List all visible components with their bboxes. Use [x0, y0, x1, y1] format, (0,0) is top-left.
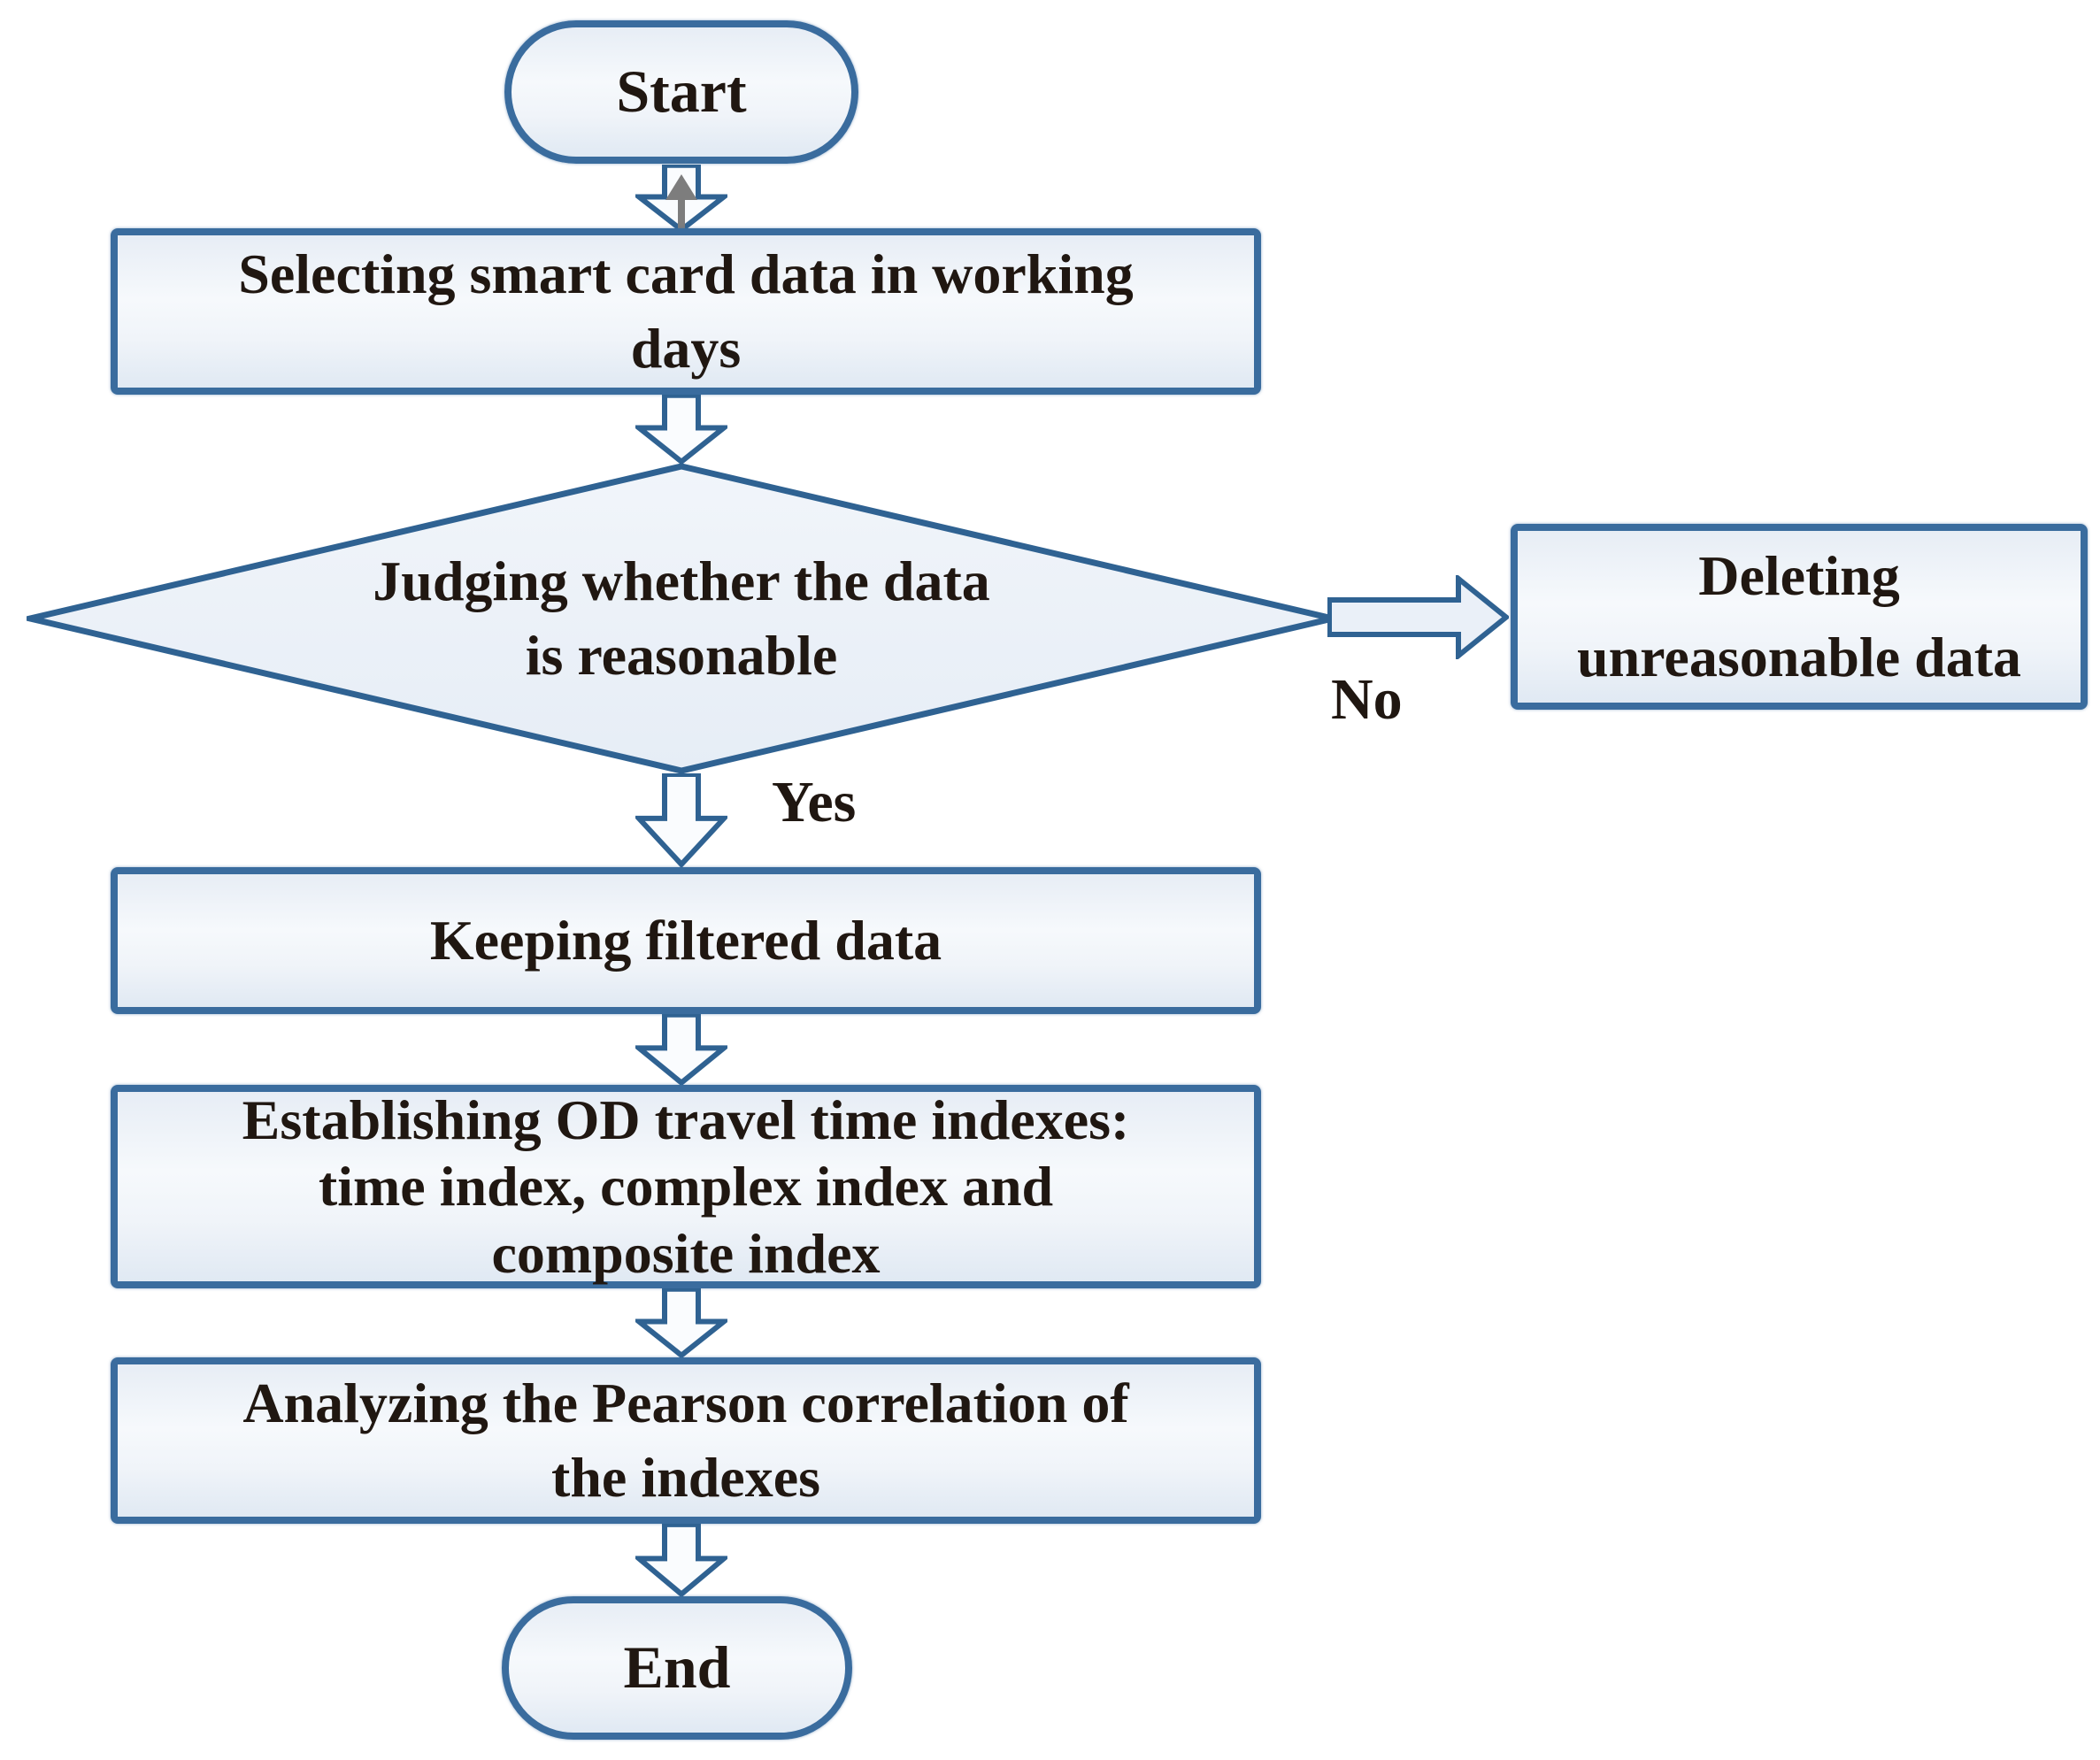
- node-indexes: Establishing OD travel time indexes: tim…: [111, 1085, 1261, 1288]
- node-judge-decision: Judging whether the data is reasonable: [27, 463, 1336, 774]
- gray-arrow-up-icon: [663, 173, 700, 234]
- node-end-label: End: [623, 1633, 731, 1702]
- node-pearson-line-1: Analyzing the Pearson correlation of: [242, 1371, 1129, 1434]
- arrow-down-icon: [635, 1288, 727, 1357]
- node-keep-data: Keeping filtered data: [111, 867, 1261, 1014]
- node-indexes-line-2: time index, complex index and: [318, 1155, 1054, 1218]
- node-delete-line-2: unreasonable data: [1576, 626, 2022, 688]
- node-end: End: [502, 1596, 852, 1740]
- arrow-down-icon: [635, 395, 727, 464]
- diamond-shape: [27, 463, 1336, 774]
- arrow-right-icon: [1327, 575, 1509, 659]
- node-delete-line-1: Deleting: [1698, 543, 1900, 607]
- node-judge-line-1: Judging whether the data: [373, 549, 990, 612]
- edge-label-no: No: [1331, 667, 1403, 732]
- node-keep-line-1: Keeping filtered data: [429, 908, 942, 972]
- arrow-down-icon: [635, 1524, 727, 1596]
- node-start-label: Start: [616, 58, 747, 126]
- node-pearson-line-2: the indexes: [551, 1446, 820, 1509]
- node-indexes-line-3: composite index: [491, 1221, 881, 1285]
- node-judge-text: Judging whether the data is reasonable: [27, 463, 1336, 774]
- arrow-down-icon: [635, 773, 727, 867]
- node-delete-data: Deleting unreasonable data: [1511, 524, 2088, 710]
- node-start: Start: [504, 20, 858, 164]
- node-indexes-line-1: Establishing OD travel time indexes:: [242, 1088, 1130, 1151]
- node-judge-line-2: is reasonable: [525, 624, 838, 687]
- edge-label-yes: Yes: [772, 770, 857, 834]
- node-select-line-1: Selecting smart card data in working: [238, 242, 1134, 305]
- node-select-line-2: days: [630, 317, 742, 380]
- node-select-data: Selecting smart card data in working day…: [111, 228, 1261, 395]
- arrow-down-icon: [635, 1014, 727, 1085]
- node-pearson: Analyzing the Pearson correlation of the…: [111, 1357, 1261, 1524]
